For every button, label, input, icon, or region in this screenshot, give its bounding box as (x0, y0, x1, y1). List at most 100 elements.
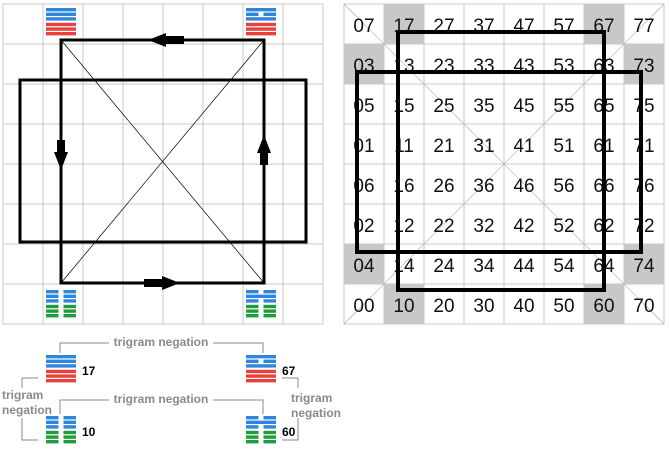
grid-cell-number: 60 (593, 296, 614, 317)
right-vertical-rectangle (396, 30, 606, 292)
yin-line (263, 304, 276, 309)
yang-line (246, 369, 276, 374)
trigram-negation-legend: trigram negation trigram negation trigra… (0, 334, 341, 444)
grid-cell-number: 20 (433, 296, 454, 317)
arrow-left-shaft (164, 36, 184, 44)
grid-cell-number: 30 (473, 296, 494, 317)
yin-line (263, 440, 276, 444)
grid-cell-number: 46 (513, 176, 534, 197)
yang-line (46, 364, 76, 368)
yang-line (246, 379, 276, 383)
grid-cell-number: 10 (393, 296, 414, 317)
grid-cell-number: 72 (633, 216, 654, 237)
grid-cell-number: 40 (513, 296, 534, 317)
grid-cell-number: 52 (553, 216, 574, 237)
legend-code-17: 17 (82, 364, 96, 378)
yin-line (46, 304, 59, 309)
yang-line (46, 22, 76, 27)
yin-line (263, 425, 276, 429)
yang-line (246, 17, 276, 21)
grid-cell-number: 34 (473, 256, 495, 277)
shaded-cell (384, 4, 424, 44)
grid-cell-number: 04 (353, 256, 375, 277)
yin-line (63, 440, 76, 444)
right-panel-border (343, 3, 665, 325)
yin-line (46, 294, 59, 298)
left-negation-label-1: trigram (2, 388, 43, 402)
grid-cell-number: 74 (633, 256, 655, 277)
middle-negation-label: trigram negation (114, 392, 209, 406)
yang-line (246, 32, 276, 36)
middle-label-bg (109, 391, 213, 407)
yin-line (263, 290, 276, 294)
yin-line (46, 309, 59, 313)
grid-cell-number: 07 (353, 16, 374, 37)
left-negation-label-2: negation (2, 403, 52, 417)
grid-cell-number: 31 (473, 136, 494, 157)
yin-line (46, 430, 59, 435)
yin-line (63, 420, 76, 424)
yang-line (46, 8, 76, 12)
hexagram-17-icon (46, 8, 76, 36)
yin-line (246, 430, 259, 435)
yang-line (246, 364, 276, 368)
arrow-right-shaft (144, 279, 164, 287)
yang-line (46, 355, 76, 359)
shaded-cell (624, 44, 664, 84)
yin-line (263, 314, 276, 318)
right-negation-label-2: negation (291, 406, 341, 420)
yang-line (246, 374, 276, 378)
yin-line (246, 359, 259, 363)
grid-cell-number: 54 (553, 256, 575, 277)
right-shaded-cells (344, 4, 664, 324)
yin-line (63, 290, 76, 294)
legend-code-67: 67 (282, 364, 296, 378)
grid-cell-number: 44 (513, 256, 535, 277)
yin-line (263, 12, 276, 16)
yang-line (46, 32, 76, 36)
legend-code-10: 10 (82, 425, 96, 439)
legend-hexagram-67-icon (246, 355, 276, 383)
yang-line (246, 420, 276, 424)
right-label-bg (288, 388, 340, 418)
yin-line (246, 416, 259, 420)
right-negation-label-1: trigram (291, 391, 332, 405)
yin-line (263, 435, 276, 439)
left-horizontal-rectangle (18, 78, 308, 244)
grid-cell-number: 55 (553, 96, 574, 117)
arrow-right-icon (162, 276, 180, 290)
yin-line (63, 416, 76, 420)
yang-line (246, 8, 276, 12)
yin-line (46, 425, 59, 429)
yin-line (63, 304, 76, 309)
left-square-panel (2, 3, 324, 325)
yin-line (46, 416, 59, 420)
arrow-up-icon (257, 135, 271, 153)
yang-line (246, 294, 276, 298)
yin-line (46, 314, 59, 318)
yin-line (263, 430, 276, 435)
grid-cell-number: 25 (433, 96, 454, 117)
legend-code-60: 60 (282, 425, 296, 439)
yang-line (46, 17, 76, 21)
yin-line (263, 416, 276, 420)
yin-line (46, 299, 59, 303)
hexagram-60-icon (246, 290, 276, 318)
grid-cell-number: 70 (633, 296, 654, 317)
legend-hexagram-60-icon (246, 416, 276, 444)
yin-line (63, 314, 76, 318)
yin-line (246, 309, 259, 313)
grid-cell-number: 71 (633, 136, 654, 157)
arrow-down-icon (54, 152, 68, 170)
yang-line (46, 27, 76, 31)
grid-cell-number: 32 (473, 216, 494, 237)
grid-cell-number: 77 (633, 16, 654, 37)
yin-line (46, 435, 59, 439)
yin-line (263, 359, 276, 363)
left-grid-lines (3, 4, 323, 324)
grid-cell-number: 56 (553, 176, 574, 197)
right-horizontal-rectangle (355, 70, 643, 254)
shaded-cell (344, 44, 384, 84)
